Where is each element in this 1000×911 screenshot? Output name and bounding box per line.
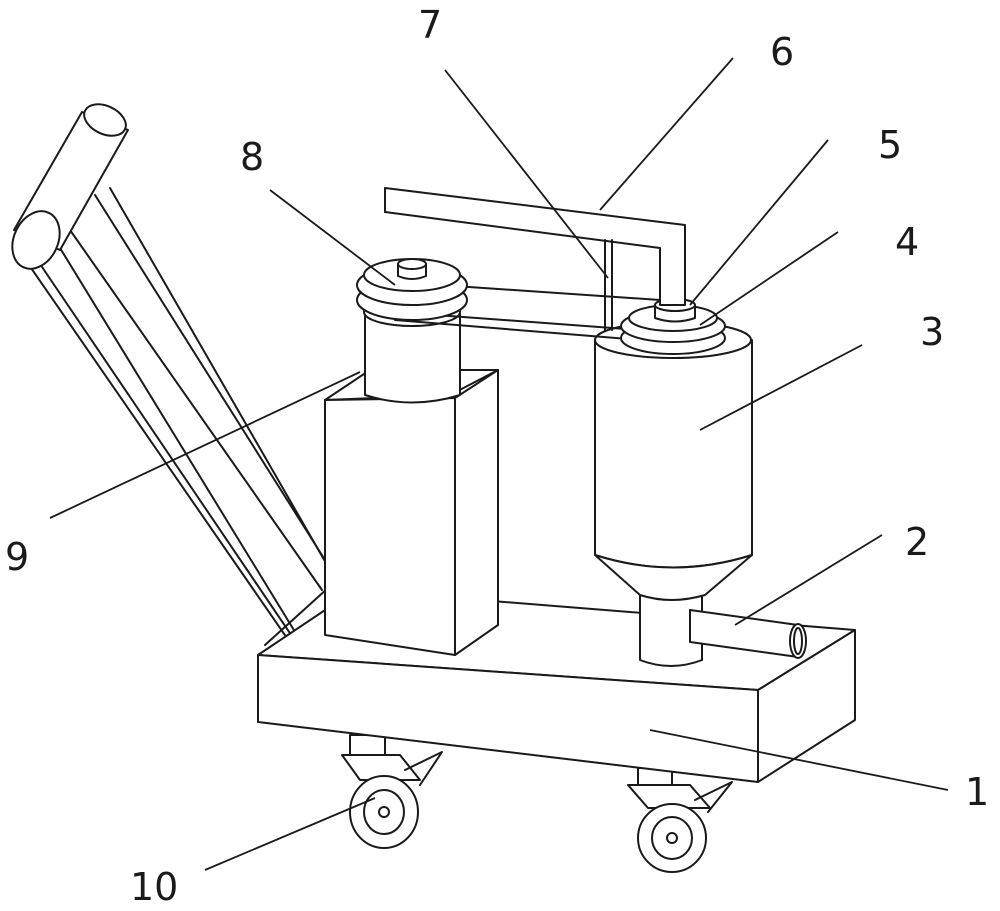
- label-2: 2: [905, 520, 929, 564]
- leader-lines: [49, 57, 949, 871]
- label-6: 6: [770, 30, 794, 74]
- caster-wheel-right: [627, 767, 733, 873]
- motor-box: [324, 369, 499, 656]
- leader-2: [734, 534, 883, 626]
- label-4: 4: [895, 220, 919, 264]
- leader-4: [699, 231, 839, 326]
- leader-8: [269, 189, 396, 286]
- reference-numerals: 1 2 3 4 5 6 7 8 9 10: [5, 3, 989, 909]
- label-3: 3: [920, 310, 944, 354]
- leader-9: [49, 371, 361, 519]
- label-5: 5: [878, 123, 902, 167]
- leader-3: [699, 344, 863, 431]
- caster-wheel-left: [341, 734, 443, 849]
- leader-7: [444, 69, 609, 279]
- leader-10: [204, 797, 376, 871]
- motor-pulley: [356, 258, 468, 321]
- label-9: 9: [5, 535, 29, 579]
- leader-1: [649, 729, 949, 791]
- label-1: 1: [965, 770, 989, 814]
- label-8: 8: [240, 135, 264, 179]
- handle-frame: [19, 187, 331, 655]
- handle-grip: [11, 103, 129, 270]
- outlet-pipe: [639, 594, 807, 667]
- feed-arm: [384, 187, 686, 331]
- leader-5: [689, 139, 829, 306]
- label-7: 7: [418, 3, 442, 47]
- leader-6: [599, 57, 734, 211]
- label-10: 10: [130, 865, 178, 909]
- crushing-drum: [594, 321, 753, 601]
